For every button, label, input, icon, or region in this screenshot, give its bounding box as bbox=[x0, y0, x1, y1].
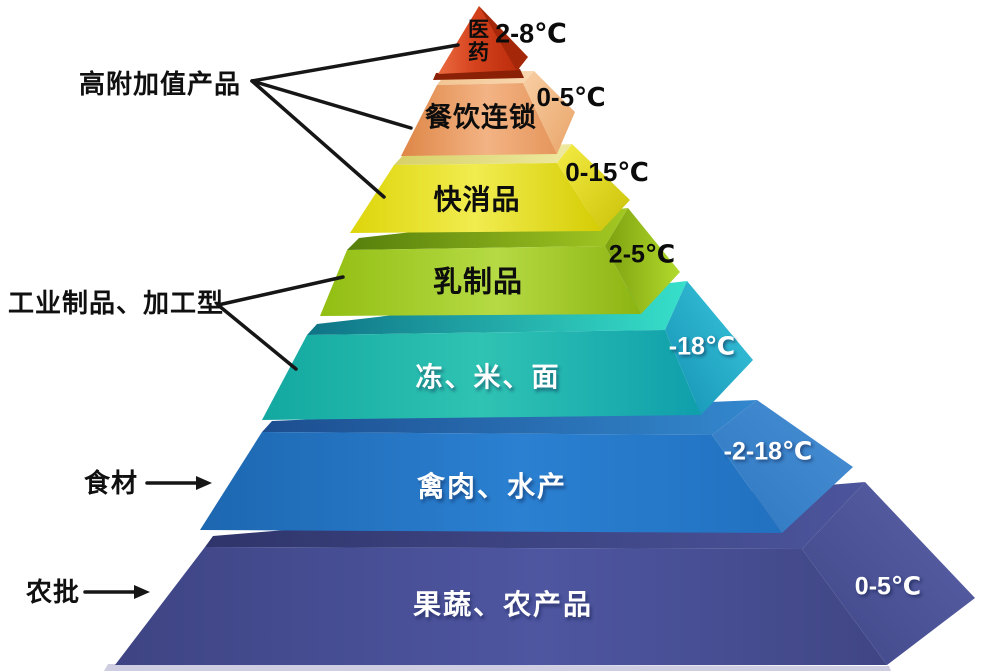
pyramid-base-shadow bbox=[104, 664, 891, 671]
layer-produce-front bbox=[115, 547, 887, 665]
layer-dairy-front bbox=[320, 246, 641, 316]
layer-poultry-front bbox=[200, 432, 782, 533]
layer-medicine-base-strip bbox=[433, 69, 524, 80]
layer-catering-side-facet bbox=[523, 71, 575, 154]
connector-industrial-to-frozen bbox=[216, 303, 298, 371]
layer-produce-side-facet bbox=[802, 482, 975, 665]
arrow-ingredients-head bbox=[196, 476, 212, 490]
layer-medicine-side-facet bbox=[479, 6, 528, 71]
connector-industrial-to-dairy bbox=[216, 275, 345, 307]
layer-dairy-side-facet bbox=[605, 208, 680, 314]
arrow-agri-wholesale-head bbox=[134, 585, 150, 599]
layer-medicine-front bbox=[438, 6, 520, 74]
connector-high-value-to-medicine bbox=[250, 43, 460, 83]
layer-catering-front bbox=[401, 83, 557, 156]
connector-high-value-to-fmcg bbox=[250, 79, 386, 199]
layer-frozen-front bbox=[262, 330, 701, 420]
connector-high-value-to-catering bbox=[250, 79, 413, 130]
layer-fmcg-side-facet bbox=[557, 144, 630, 231]
layer-frozen-side-facet bbox=[665, 281, 753, 415]
layer-poultry-side-facet bbox=[712, 400, 853, 533]
layer-fmcg-front bbox=[350, 163, 601, 233]
